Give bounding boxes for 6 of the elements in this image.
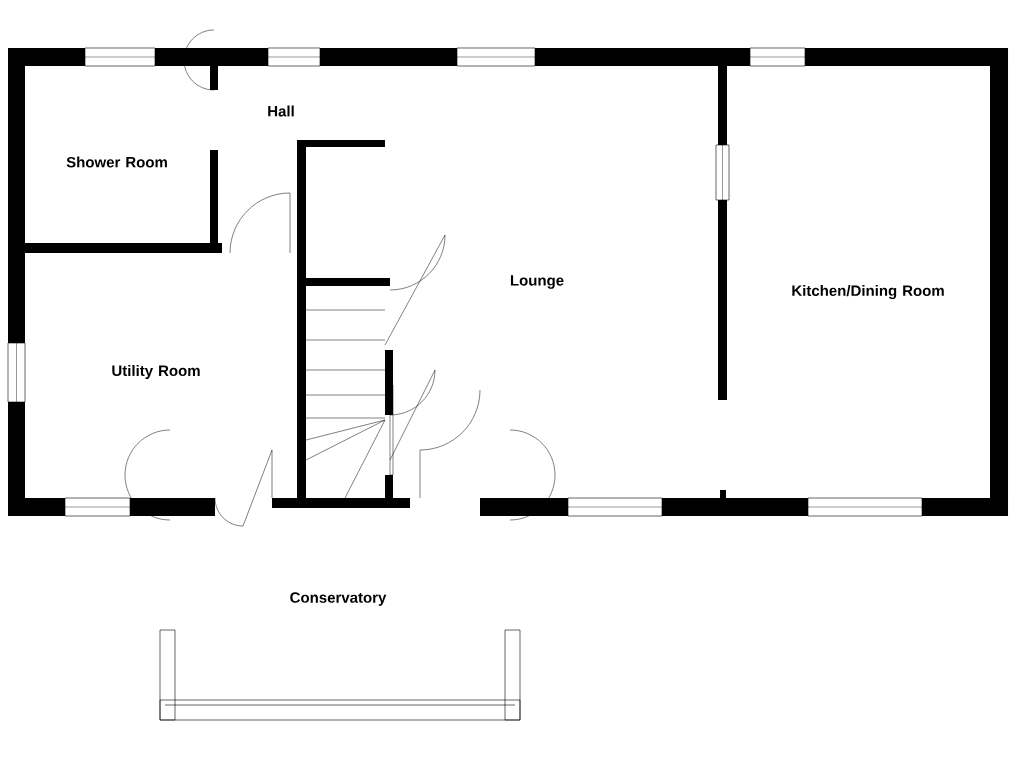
room-label: Utility Room [112,365,200,379]
room-label: Shower Room [66,156,167,168]
room-label: Kitchen/Dining Room [792,285,944,300]
room-label: Conservatory [290,592,387,606]
room-label: Lounge [510,275,564,289]
room-label: Hall [268,105,294,117]
